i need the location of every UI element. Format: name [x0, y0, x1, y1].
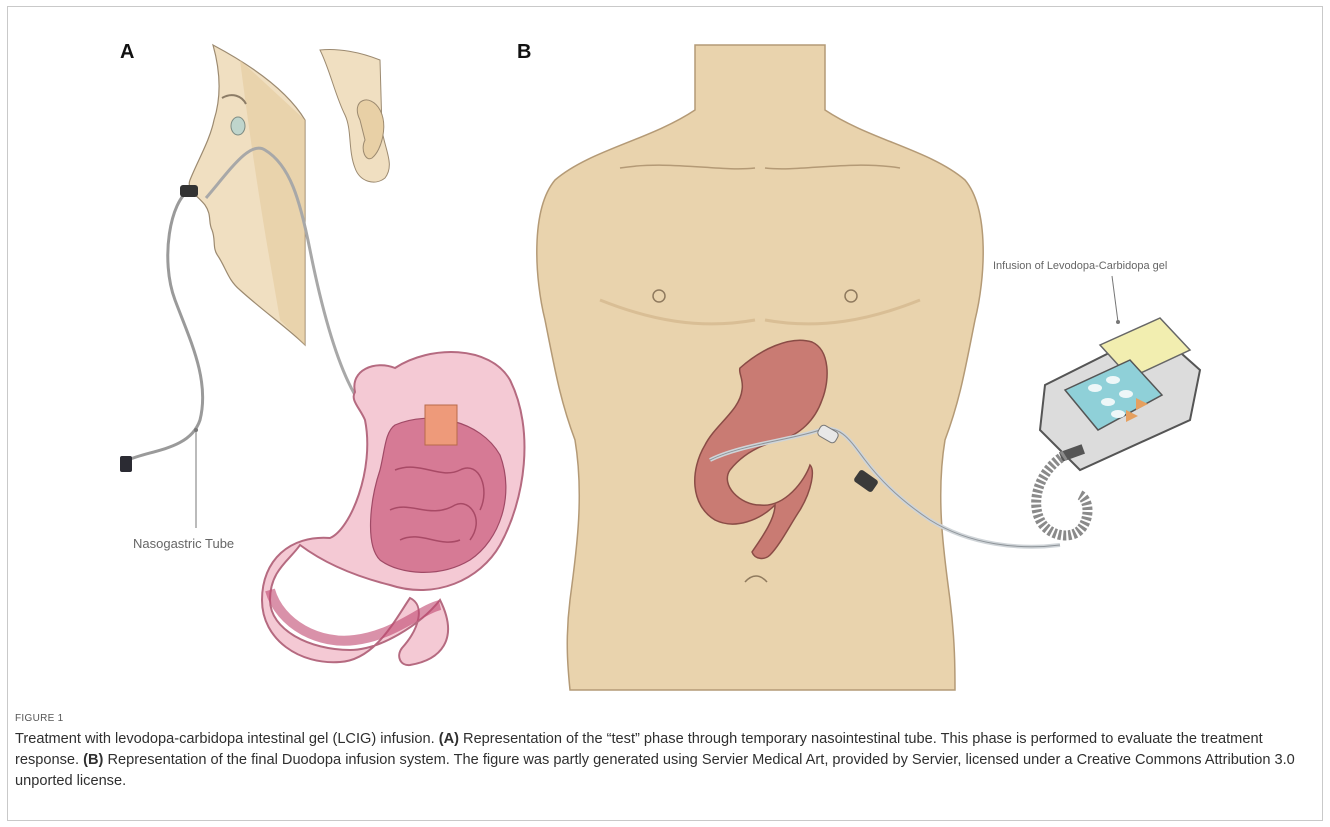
- caption-text: Treatment with levodopa-carbidopa intest…: [15, 729, 1315, 792]
- caption-tag-a: (A): [439, 731, 459, 747]
- nasogastric-tube: [128, 190, 203, 460]
- figure-caption: FIGURE 1 Treatment with levodopa-carbido…: [15, 713, 1315, 792]
- figure-number: FIGURE 1: [15, 713, 1315, 724]
- caption-sentence-3: Representation of the final Duodopa infu…: [15, 752, 1295, 789]
- panel-b-illustration: [537, 45, 1200, 690]
- nasogastric-tube-callout: Nasogastric Tube: [133, 536, 234, 551]
- panel-b-label: B: [517, 41, 531, 64]
- panel-a-illustration: [120, 45, 524, 665]
- panel-a-label: A: [120, 41, 134, 64]
- caption-tag-b: (B): [83, 752, 103, 768]
- callout-b-leader: [1112, 276, 1118, 322]
- caption-sentence-1: Treatment with levodopa-carbidopa intest…: [15, 731, 439, 747]
- stomach-a-wall-layer: [425, 405, 457, 445]
- tube-end-clamp: [120, 456, 132, 472]
- figure-illustration: [0, 0, 1330, 700]
- tube-connector: [180, 185, 198, 197]
- infusion-gel-callout: Infusion of Levodopa-Carbidopa gel: [993, 260, 1167, 272]
- eye: [231, 117, 245, 135]
- pump-illustration: [1040, 318, 1200, 470]
